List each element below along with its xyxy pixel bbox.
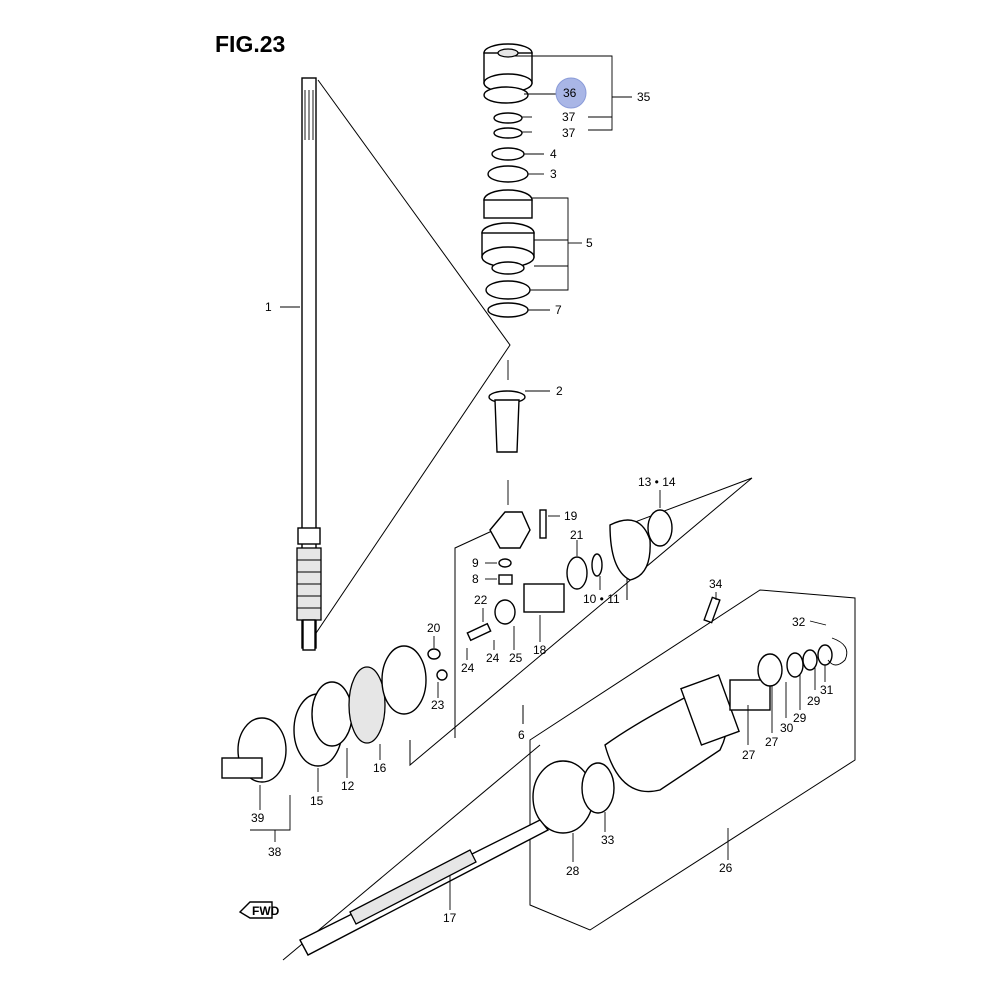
callout-26: 26 — [719, 861, 733, 875]
callout-6: 6 — [518, 728, 525, 742]
callout-21: 21 — [570, 528, 584, 542]
callout-13: 13 • 14 — [638, 475, 676, 489]
callout-19: 19 — [564, 509, 578, 523]
callout-27b: 27 — [765, 735, 779, 749]
figure-title: FIG.23 — [215, 31, 285, 57]
callout-7: 7 — [555, 303, 562, 317]
callout-37b: 37 — [562, 126, 576, 140]
driveshaft-sleeve[interactable] — [488, 360, 550, 505]
propeller-shaft-case[interactable] — [299, 592, 848, 956]
callout-4: 4 — [550, 147, 557, 161]
callout-22: 22 — [474, 593, 488, 607]
callout-24b: 24 — [486, 651, 500, 665]
callout-27a: 27 — [742, 748, 756, 762]
upper-bearing-stack[interactable] — [481, 43, 632, 318]
explosion-frames — [282, 79, 856, 961]
callout-33: 33 — [601, 833, 615, 847]
callout-3: 3 — [550, 167, 557, 181]
callout-18: 18 — [533, 643, 547, 657]
callout-38: 38 — [268, 845, 282, 859]
callout-5: 5 — [586, 236, 593, 250]
callout-17: 17 — [443, 911, 457, 925]
clutch-group[interactable] — [221, 622, 495, 842]
callout-34: 34 — [709, 577, 723, 591]
pinion-group[interactable] — [482, 490, 673, 650]
callout-29a: 29 — [793, 711, 807, 725]
callout-24a: 24 — [461, 661, 475, 675]
driveshaft[interactable] — [280, 77, 322, 651]
callout-15: 15 — [310, 794, 324, 808]
callout-31: 31 — [820, 683, 834, 697]
callout-9: 9 — [472, 556, 479, 570]
callout-28: 28 — [566, 864, 580, 878]
callout-36: 36 — [563, 86, 577, 100]
callout-8: 8 — [472, 572, 479, 586]
callout-20: 20 — [427, 621, 441, 635]
highlight-circle-36[interactable] — [555, 77, 587, 109]
fwd-label: FWD — [252, 904, 280, 918]
callout-12: 12 — [341, 779, 355, 793]
callout-25: 25 — [509, 651, 523, 665]
part-callouts: 1 2 3 4 5 6 7 8 9 10 • 11 12 13 • 14 15 … — [251, 86, 834, 925]
callout-2: 2 — [556, 384, 563, 398]
callout-1: 1 — [265, 300, 272, 314]
callout-23: 23 — [431, 698, 445, 712]
callout-32: 32 — [792, 615, 806, 629]
callout-29b: 29 — [807, 694, 821, 708]
callout-16: 16 — [373, 761, 387, 775]
callout-35: 35 — [637, 90, 651, 104]
callout-30: 30 — [780, 721, 794, 735]
fwd-direction-badge: FWD — [238, 901, 280, 919]
callout-10: 10 • 11 — [583, 592, 620, 606]
callout-39: 39 — [251, 811, 265, 825]
callout-37a: 37 — [562, 110, 576, 124]
